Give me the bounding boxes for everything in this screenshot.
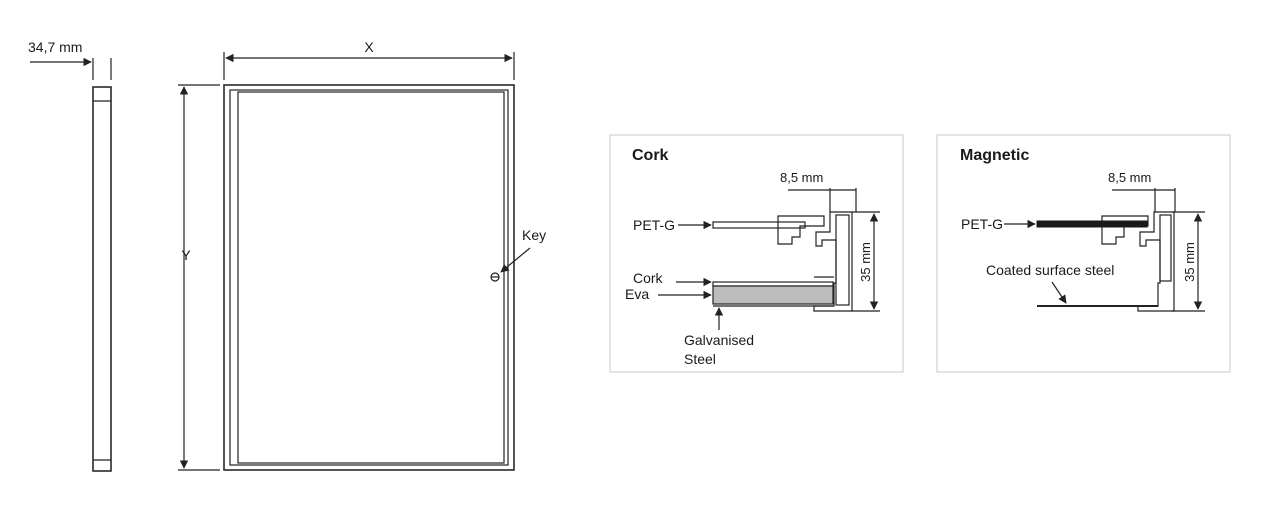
- cork-eva-label: Eva: [625, 286, 649, 302]
- height-label: Y: [181, 247, 191, 263]
- magnetic-panel-title: Magnetic: [960, 147, 1029, 164]
- magnetic-depth-label: 8,5 mm: [1108, 170, 1151, 185]
- magnetic-panel: Magnetic 8,5 mm 35 mm PET-G Coated surfa…: [936, 134, 1231, 373]
- magnetic-panel-border: [936, 134, 1231, 373]
- cork-steel-label-2: Steel: [684, 351, 716, 367]
- cork-profile-channel: [835, 214, 850, 306]
- magnetic-profile-channel: [1159, 214, 1172, 282]
- cork-depth-label: 8,5 mm: [780, 170, 823, 185]
- outer-frame: [223, 84, 515, 471]
- cork-panel: Cork 8,5 mm 35 mm PET-G Cork Eva Galvani…: [609, 134, 904, 373]
- magnetic-clip-profile: [1101, 215, 1149, 245]
- magnetic-petg-sheet: [1036, 220, 1148, 228]
- door-panel: [237, 91, 505, 464]
- magnetic-height-label: 35 mm: [1182, 242, 1197, 282]
- inner-frame: [229, 89, 509, 466]
- key-arrow: [500, 247, 531, 273]
- cork-petg-sheet: [712, 221, 806, 229]
- side-view: 34,7 mm: [28, 39, 112, 472]
- cork-panel-border: [609, 134, 904, 373]
- cork-steel-label-1: Galvanised: [684, 332, 754, 348]
- thickness-label: 34,7 mm: [28, 39, 82, 55]
- cork-eva-layer: [712, 285, 834, 305]
- key-label: Key: [522, 227, 546, 243]
- front-view: Key X Y: [178, 39, 546, 471]
- width-label: X: [364, 39, 374, 55]
- magnetic-petg-label: PET-G: [961, 216, 1003, 232]
- cork-panel-title: Cork: [632, 147, 669, 164]
- magnetic-coated-label: Coated surface steel: [986, 262, 1114, 278]
- side-profile: [92, 86, 112, 472]
- cork-clip-profile: [777, 215, 825, 245]
- cork-height-label: 35 mm: [858, 242, 873, 282]
- cork-petg-label: PET-G: [633, 217, 675, 233]
- cork-cork-label: Cork: [633, 270, 664, 286]
- magnetic-coated-arrow: [1051, 281, 1067, 304]
